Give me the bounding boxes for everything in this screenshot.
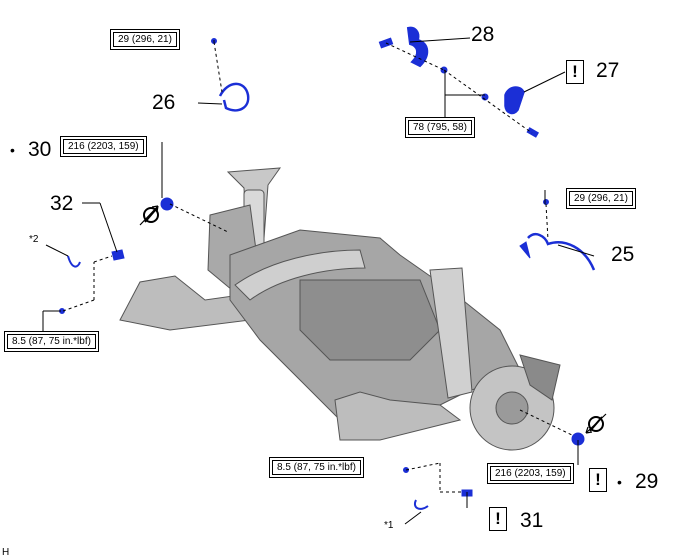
replace-symbol-left — [139, 205, 159, 226]
part-number-31: 31 — [520, 509, 544, 532]
dashed-leaders — [62, 41, 575, 493]
replace-symbol-right — [585, 413, 607, 434]
part-number-25: 25 — [611, 243, 635, 266]
torque-box-26: 29 (296, 21) — [110, 29, 180, 50]
leader-lines — [42, 37, 595, 525]
torque-value-31: 8.5 (87, 75 in.*lbf) — [272, 460, 361, 475]
torque-value-28-27: 78 (795, 58) — [408, 120, 472, 135]
torque-box-32: 8.5 (87, 75 in.*lbf) — [4, 331, 99, 352]
torque-value-30: 216 (2203, 159) — [63, 139, 144, 154]
caution-icon-27: ! — [566, 60, 584, 84]
torque-box-31: 8.5 (87, 75 in.*lbf) — [269, 457, 364, 478]
part-number-30: 30 — [28, 138, 52, 161]
part-number-29: 29 — [635, 470, 659, 493]
torque-value-32: 8.5 (87, 75 in.*lbf) — [7, 334, 96, 349]
torque-box-29: 216 (2203, 159) — [487, 463, 574, 484]
caution-icon-29: ! — [589, 468, 607, 492]
torque-box-30: 216 (2203, 159) — [60, 136, 147, 157]
part-number-27: 27 — [596, 59, 620, 82]
blue-parts — [59, 26, 596, 510]
figure-code: H — [2, 547, 10, 558]
torque-box-28-27: 78 (795, 58) — [405, 117, 475, 138]
caution-icon-31: ! — [489, 507, 507, 531]
suspension-assembly — [119, 167, 561, 451]
note-star-1: *1 — [384, 520, 394, 531]
torque-box-25: 29 (296, 21) — [566, 188, 636, 209]
torque-value-25: 29 (296, 21) — [569, 191, 633, 206]
torque-value-26: 29 (296, 21) — [113, 32, 177, 47]
part-number-26: 26 — [152, 91, 176, 114]
bullet-29: • — [617, 474, 622, 490]
part-number-32: 32 — [50, 192, 74, 215]
part-number-28: 28 — [471, 23, 495, 46]
bullet-30: • — [10, 142, 15, 158]
note-star-2: *2 — [29, 234, 39, 245]
torque-value-29: 216 (2203, 159) — [490, 466, 571, 481]
